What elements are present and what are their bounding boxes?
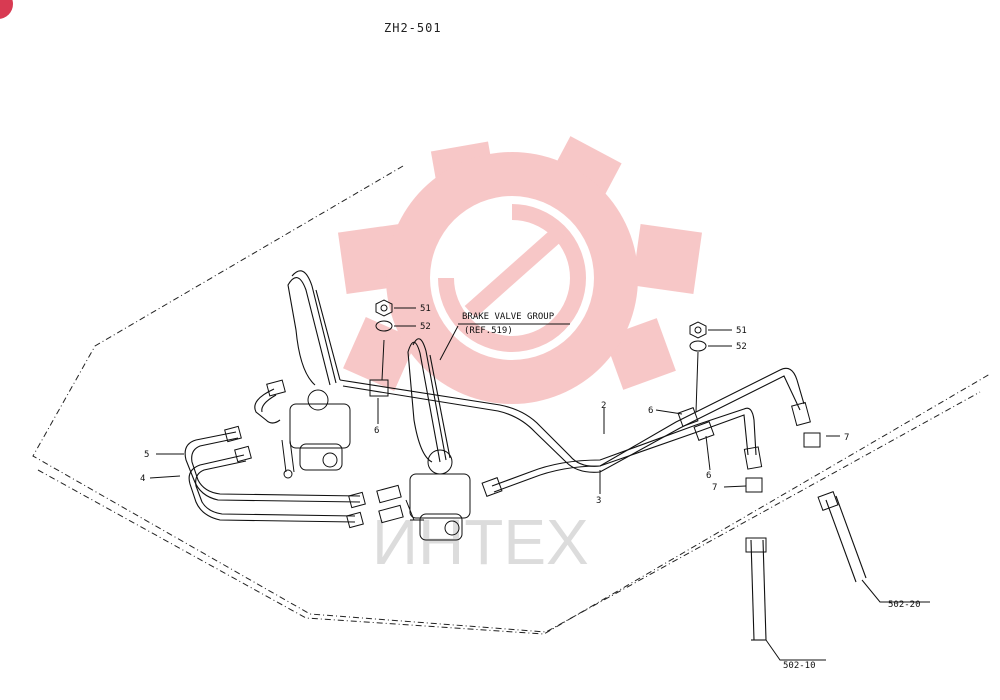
callout-ref: (REF.519) [464, 326, 513, 336]
label-part-4: 4 [140, 474, 145, 484]
label-part-7-a: 7 [844, 433, 849, 443]
left-valve [281, 389, 351, 479]
label-part-52-a: 52 [420, 322, 431, 332]
corner-badge [0, 0, 13, 19]
washer-52-b [689, 340, 707, 352]
nut-51-a [375, 299, 393, 317]
nut-51-b [689, 321, 707, 339]
callout-title: BRAKE VALVE GROUP [462, 312, 555, 322]
label-part-52-b: 52 [736, 342, 747, 352]
watermark-brand: ИНТЕХ [372, 506, 589, 578]
label-part-51-b: 51 [736, 326, 747, 336]
label-part-6-b: 6 [648, 406, 653, 416]
label-part-6-a: 6 [374, 426, 379, 436]
watermark-gear [337, 136, 703, 404]
label-part-51-a: 51 [420, 304, 431, 314]
washer-52-a [375, 320, 393, 332]
ref-502-10: 502-10 [783, 661, 816, 671]
label-part-6-c: 6 [706, 471, 711, 481]
label-part-2: 2 [601, 401, 606, 411]
ref-502-20: 502-20 [888, 600, 921, 610]
label-part-3: 3 [596, 496, 601, 506]
page-code: ZH2-501 [384, 21, 442, 35]
leader-lines [149, 307, 930, 661]
label-part-5: 5 [144, 450, 149, 460]
label-part-7-b: 7 [712, 483, 717, 493]
floor-outline [32, 165, 991, 635]
pipe-network [184, 270, 867, 641]
right-valve [405, 449, 471, 541]
fittings [224, 379, 839, 553]
